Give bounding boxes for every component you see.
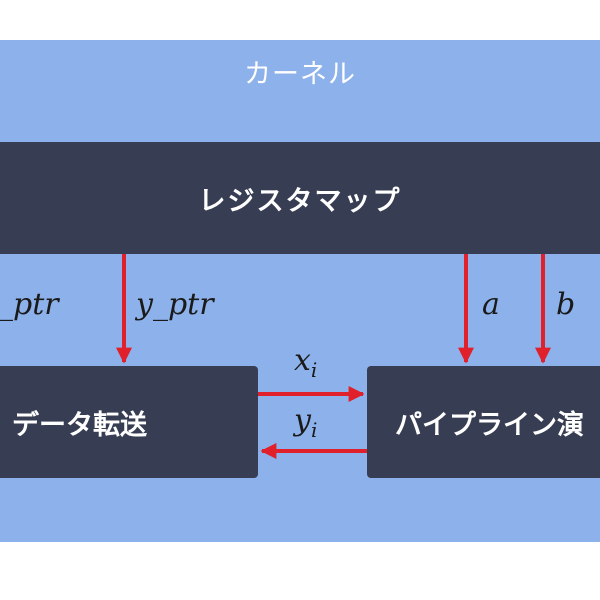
pipeline-label: パイプライン演 [395,409,584,441]
register-map-label: レジスタマップ [198,185,402,217]
y-i-label: yi [294,403,317,442]
register-map-block: レジスタマップ [0,142,600,254]
y-i-subscript: i [310,418,318,442]
x-ptr-label: _ptr [0,287,59,322]
data-transfer-label: データ転送 [12,409,147,441]
pipeline-block: パイプライン演 [367,366,600,478]
x-i-subscript: i [310,358,318,382]
a-label: a [482,287,500,322]
x-i-label: xi [294,343,317,382]
b-label: b [556,287,576,322]
kernel-label: カーネル [244,59,356,90]
data-transfer-block: データ転送 [0,366,258,478]
y-i-base: y [294,403,311,438]
x-i-base: x [294,343,311,378]
y-ptr-label: y_ptr [136,287,214,322]
